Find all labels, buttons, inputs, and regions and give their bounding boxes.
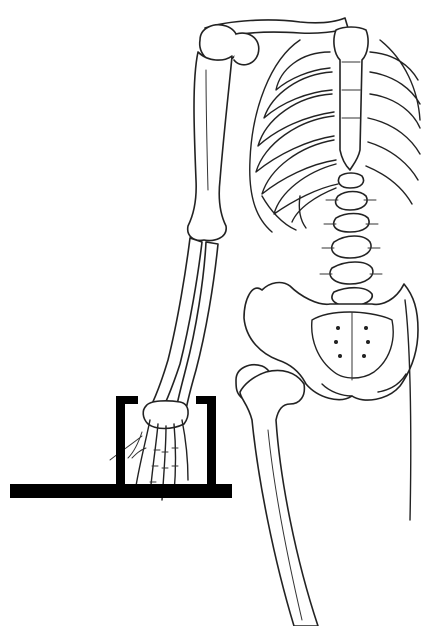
device-left-tab: [116, 396, 138, 404]
left-ribs: [256, 52, 338, 222]
forearm-radius: [150, 238, 202, 410]
device-base-plate: [10, 484, 232, 498]
support-device: [10, 396, 232, 498]
device-left-post: [116, 396, 125, 484]
right-ribs: [366, 52, 420, 204]
humerus: [188, 52, 232, 240]
device-right-tab: [196, 396, 216, 404]
sternum: [334, 27, 368, 170]
device-right-post: [207, 396, 216, 484]
spine: [320, 173, 382, 306]
femur: [240, 371, 318, 626]
rib-cage: [250, 40, 420, 232]
